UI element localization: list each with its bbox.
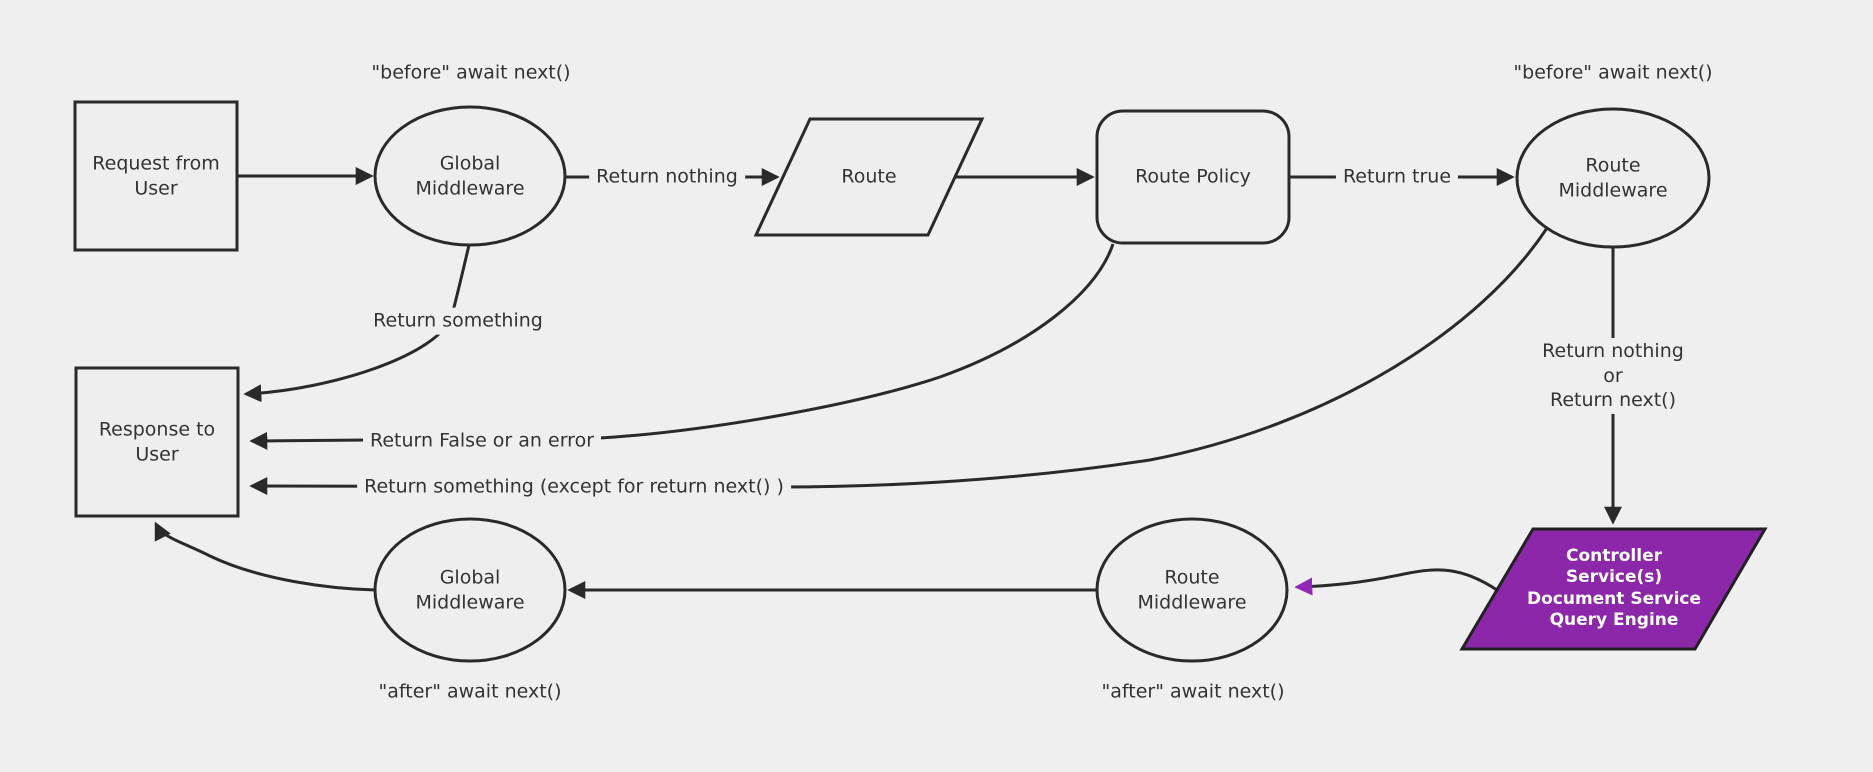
route-node xyxy=(753,117,985,237)
edge-label-return-false-or-error: Return False or an error xyxy=(362,427,602,455)
global-middleware-before-node xyxy=(373,105,567,247)
annotation-after-route: "after" await next() xyxy=(1101,680,1285,703)
route-middleware-after-label: Route Middleware xyxy=(1137,566,1247,613)
response-label: Response to User xyxy=(98,418,216,465)
edge-label-return-something-except: Return something (except for return next… xyxy=(357,473,791,501)
route-policy-node xyxy=(1095,109,1291,245)
edge-route-policy-to-response xyxy=(249,243,1115,450)
request-label: Request from User xyxy=(92,152,220,199)
annotation-before-route: "before" await next() xyxy=(1513,61,1713,84)
route-policy-label: Route Policy xyxy=(1135,165,1251,188)
route-label: Route xyxy=(841,165,897,188)
edge-global-middleware-after-to-response xyxy=(154,521,377,592)
request-node xyxy=(73,100,239,252)
global-middleware-before-label: Global Middleware xyxy=(415,152,525,199)
annotation-after-global: "after" await next() xyxy=(378,680,562,703)
controller-node xyxy=(1459,527,1768,651)
edge-label-return-nothing-or-next: Return nothing or Return next() xyxy=(1535,337,1691,415)
edge-controller-to-route-middleware-after xyxy=(1294,568,1498,596)
response-node xyxy=(74,366,240,518)
annotation-before-global: "before" await next() xyxy=(371,61,571,84)
edge-label-return-something: Return something xyxy=(366,307,550,335)
route-middleware-after-node xyxy=(1095,517,1289,663)
edge-route-middleware-to-response xyxy=(249,227,1549,496)
edge-label-return-true: Return true xyxy=(1335,163,1459,191)
global-middleware-after-node xyxy=(373,517,567,663)
route-middleware-before-node xyxy=(1515,107,1711,249)
route-middleware-before-label: Route Middleware xyxy=(1558,154,1668,201)
controller-label: Controller Service(s) Document Service Q… xyxy=(1526,546,1702,631)
edge-label-return-nothing: Return nothing xyxy=(589,163,745,191)
global-middleware-after-label: Global Middleware xyxy=(415,566,525,613)
